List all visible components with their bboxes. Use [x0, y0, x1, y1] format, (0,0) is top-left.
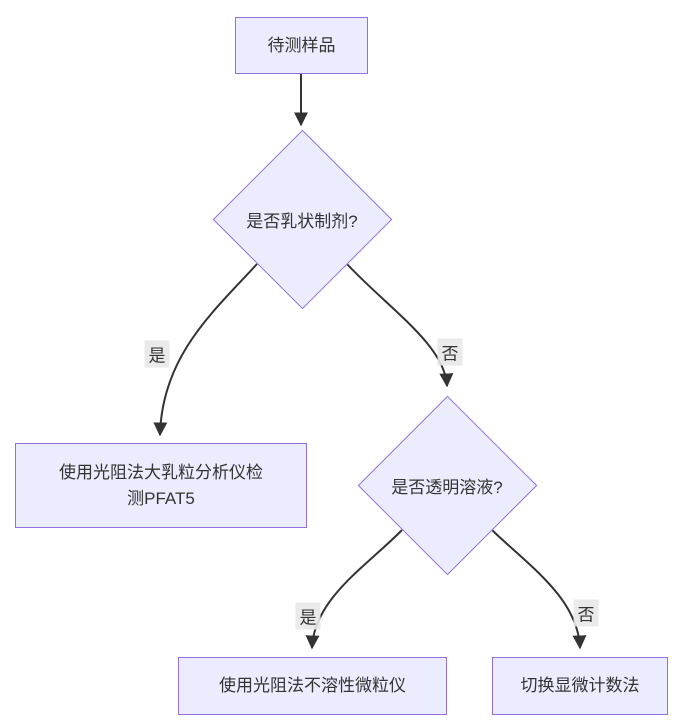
node-pfat: 使用光阻法大乳粒分析仪检测PFAT5	[15, 443, 307, 528]
edge-q1-pfat	[153, 263, 258, 437]
node-microscope: 切换显微计数法	[492, 657, 668, 715]
edge-q1-q2	[346, 263, 454, 388]
node-light-obscuration: 使用光阻法不溶性微粒仪	[178, 657, 447, 715]
node-decision-emulsion-label: 是否乳状制剂?	[246, 211, 358, 231]
node-pfat-label: 使用光阻法大乳粒分析仪检测PFAT5	[59, 462, 263, 508]
node-decision-transparent-label: 是否透明溶液?	[391, 477, 503, 497]
node-light-obscuration-label: 使用光阻法不溶性微粒仪	[219, 676, 406, 695]
edge-label-no-2: 否	[573, 599, 599, 627]
edge-q2-lo	[305, 529, 403, 650]
edge-label-no-1: 否	[437, 338, 463, 366]
node-decision-transparent: 是否透明溶液?	[357, 395, 537, 575]
node-start: 待测样品	[235, 17, 368, 74]
edge-label-yes-1: 是	[144, 340, 170, 368]
edge-label-yes-2: 是	[295, 602, 321, 630]
node-decision-emulsion: 是否乳状制剂?	[212, 129, 392, 309]
edge-q2-micro	[491, 529, 587, 650]
node-start-label: 待测样品	[267, 35, 336, 55]
node-microscope-label: 切换显微计数法	[520, 676, 640, 695]
